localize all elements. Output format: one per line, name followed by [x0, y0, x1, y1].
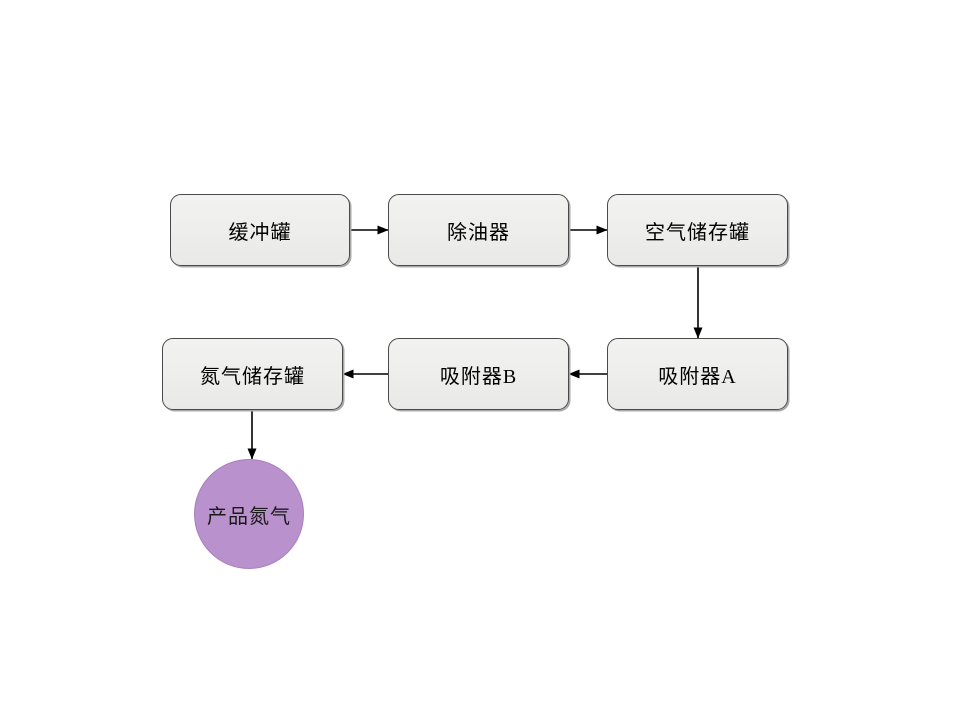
node-nitrogen-storage-tank: 氮气储存罐 — [162, 338, 343, 410]
node-nitrogen-storage-tank-label: 氮气储存罐 — [200, 365, 305, 388]
node-adsorber-a: 吸附器A — [607, 338, 788, 410]
node-buffer-tank-label: 缓冲罐 — [228, 221, 292, 244]
node-adsorber-b-label: 吸附器B — [439, 365, 518, 388]
node-adsorber-a-label: 吸附器A — [658, 365, 737, 388]
node-air-storage-tank: 空气储存罐 — [607, 194, 788, 266]
node-product-nitrogen-label: 产品氮气 — [207, 505, 291, 528]
node-oil-remover-label: 除油器 — [447, 221, 510, 244]
node-air-storage-tank-label: 空气储存罐 — [645, 221, 750, 244]
node-buffer-tank: 缓冲罐 — [170, 194, 350, 266]
node-oil-remover: 除油器 — [388, 194, 569, 266]
node-product-nitrogen: 产品氮气 — [194, 459, 304, 569]
node-adsorber-b: 吸附器B — [388, 338, 569, 410]
